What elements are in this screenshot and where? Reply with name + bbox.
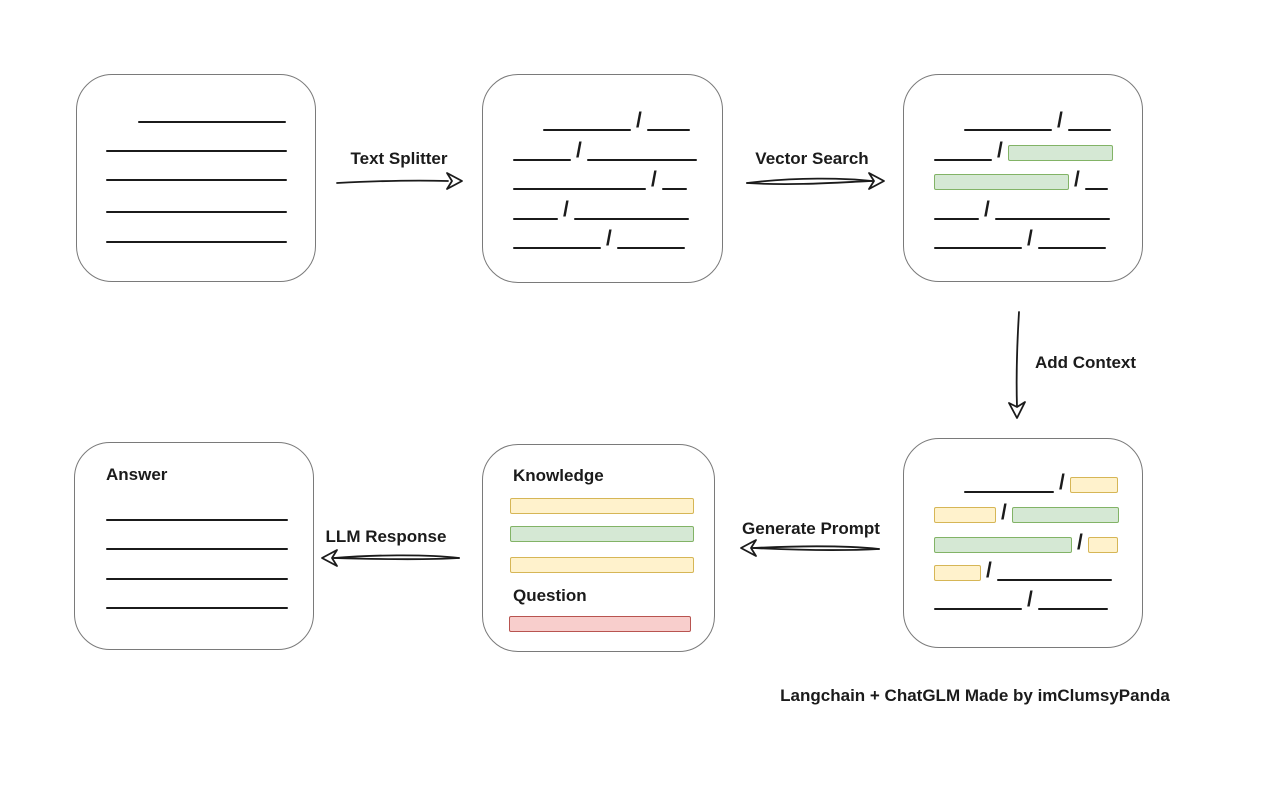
text-line-segment <box>934 159 992 161</box>
knowledge-bar-yellow <box>510 498 694 514</box>
chunk-row: / <box>934 588 1108 611</box>
text-splitter-arrow <box>336 172 463 190</box>
chunk-row: / <box>934 559 1112 582</box>
text-line-segment <box>513 159 571 161</box>
text-line-segment <box>964 491 1054 493</box>
text-line-segment <box>586 159 697 161</box>
generate-prompt-arrow <box>740 539 880 557</box>
chunk-row: / <box>934 501 1119 524</box>
slash-separator: / <box>1057 109 1063 132</box>
text-line-segment <box>661 188 687 190</box>
slash-separator: / <box>1027 227 1033 250</box>
chunk-row: / <box>934 227 1106 250</box>
chunk-row: / <box>934 139 1113 162</box>
slash-separator: / <box>576 139 582 162</box>
chunk-row: / <box>934 168 1108 191</box>
add-context-arrow <box>1008 311 1026 419</box>
slash-separator: / <box>984 198 990 221</box>
question-bar-red <box>509 616 691 632</box>
text-line-segment <box>513 247 601 249</box>
text-line <box>106 211 287 213</box>
text-line-segment <box>934 608 1022 610</box>
text-line-segment <box>1084 188 1108 190</box>
highlight-green-segment <box>1007 145 1113 161</box>
text-line <box>106 548 288 550</box>
slash-separator: / <box>1059 471 1065 494</box>
slash-separator: / <box>1027 588 1033 611</box>
highlight-yellow-segment <box>1087 537 1118 553</box>
question-heading: Question <box>513 586 587 605</box>
context-chunks-box: / / / / / <box>903 438 1143 648</box>
text-line-segment <box>934 218 979 220</box>
split-text-box: / / / / / <box>482 74 723 283</box>
chunk-row: / <box>513 109 690 132</box>
text-line-segment <box>616 247 685 249</box>
slash-separator: / <box>997 139 1003 162</box>
source-document-box <box>76 74 316 282</box>
highlight-yellow-segment <box>934 507 996 523</box>
prompt-box: Knowledge Question <box>482 444 715 652</box>
text-line <box>106 241 287 243</box>
text-line-segment <box>1037 247 1106 249</box>
text-line-segment <box>646 129 690 131</box>
highlight-green-segment <box>934 174 1069 190</box>
generate-prompt-label: Generate Prompt <box>742 519 880 538</box>
text-line-segment <box>543 129 631 131</box>
highlight-yellow-segment <box>1069 477 1118 493</box>
knowledge-heading: Knowledge <box>513 466 604 485</box>
slash-separator: / <box>986 559 992 582</box>
chunk-row: / <box>513 139 697 162</box>
highlight-yellow-segment <box>934 565 981 581</box>
chunk-row: / <box>513 227 685 250</box>
text-splitter-label: Text Splitter <box>350 149 448 168</box>
text-line <box>138 121 286 123</box>
text-line-segment <box>996 579 1112 581</box>
chunk-row: / <box>934 109 1111 132</box>
chunk-row: / <box>513 168 687 191</box>
llm-response-arrow <box>321 549 460 567</box>
add-context-label: Add Context <box>1035 353 1137 372</box>
highlight-green-segment <box>934 537 1072 553</box>
text-line <box>106 150 287 152</box>
text-line <box>106 578 288 580</box>
slash-separator: / <box>1077 531 1083 554</box>
answer-box: Answer <box>74 442 314 650</box>
chunk-row: / <box>934 198 1110 221</box>
text-line-segment <box>994 218 1110 220</box>
slash-separator: / <box>1074 168 1080 191</box>
knowledge-bar-green <box>510 526 694 542</box>
text-line-segment <box>1037 608 1108 610</box>
vector-search-arrow <box>746 172 885 190</box>
diagram-caption: Langchain + ChatGLM Made by imClumsyPand… <box>780 686 1170 705</box>
knowledge-bar-yellow <box>510 557 694 573</box>
chunk-row: / <box>513 198 689 221</box>
slash-separator: / <box>563 198 569 221</box>
text-line-segment <box>964 129 1052 131</box>
text-line-segment <box>1067 129 1111 131</box>
text-line-segment <box>513 218 558 220</box>
slash-separator: / <box>636 109 642 132</box>
text-line-segment <box>573 218 689 220</box>
llm-response-label: LLM Response <box>325 527 447 546</box>
text-line-segment <box>513 188 646 190</box>
vector-search-label: Vector Search <box>755 149 869 168</box>
answer-heading: Answer <box>106 465 168 484</box>
slash-separator: / <box>651 168 657 191</box>
matched-chunks-box: / / / / / <box>903 74 1143 282</box>
highlight-green-segment <box>1011 507 1119 523</box>
text-line <box>106 607 288 609</box>
slash-separator: / <box>1001 501 1007 524</box>
text-line <box>106 179 287 181</box>
chunk-row: / <box>934 471 1118 494</box>
text-line <box>106 519 288 521</box>
chunk-row: / <box>934 531 1118 554</box>
text-line-segment <box>934 247 1022 249</box>
slash-separator: / <box>606 227 612 250</box>
